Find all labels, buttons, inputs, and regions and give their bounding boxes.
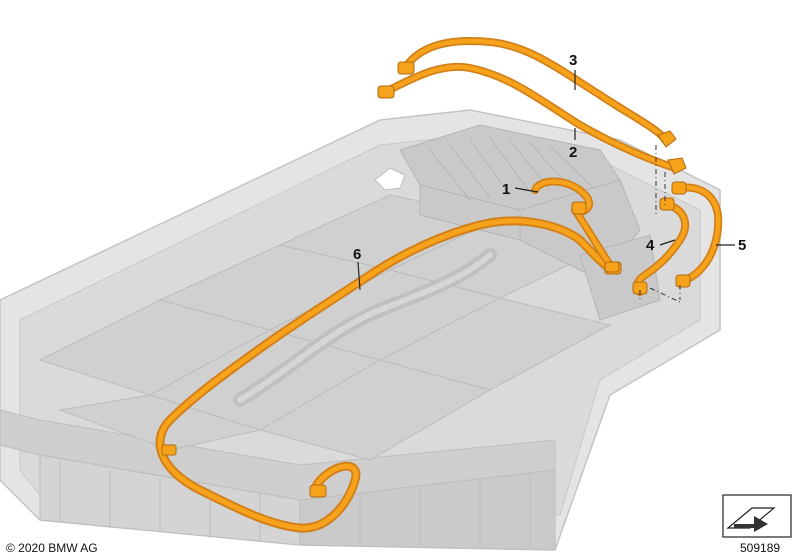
cable-1: [531, 177, 620, 273]
copyright-text: © 2020 BMW AG: [6, 541, 98, 555]
leader-lines: [357, 70, 735, 291]
cable-4: [632, 197, 690, 296]
document-number: 509189: [740, 541, 781, 555]
cable-3: [397, 36, 677, 148]
cable-5: [671, 181, 723, 288]
callout-5: 5: [738, 237, 746, 254]
callout-4: 4: [646, 237, 655, 254]
alignment-lines: [639, 145, 683, 304]
callout-2: 2: [569, 144, 577, 161]
battery-tray: [0, 109, 721, 551]
direction-arrow-icon: [722, 494, 792, 538]
cable-2: [377, 62, 687, 175]
callout-3: 3: [569, 52, 577, 69]
callout-6: 6: [353, 246, 361, 263]
callout-1: 1: [502, 181, 510, 198]
